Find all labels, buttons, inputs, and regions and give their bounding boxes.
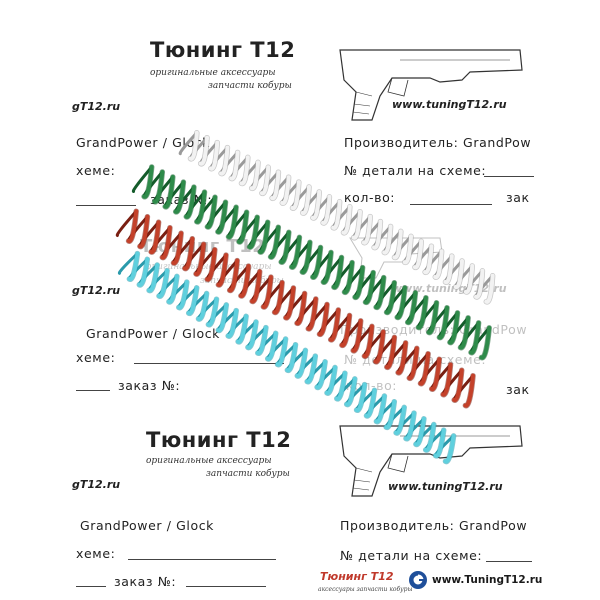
card-top-qty-line: [410, 204, 492, 205]
green-spring-front-coils: [142, 165, 492, 360]
green-spring: [131, 164, 492, 361]
footer-logo-text: Тюнинг Т12: [320, 570, 394, 583]
card-bottom-brand: Тюнинг Т12: [146, 428, 292, 452]
card-middle-tagline-1: оригинальные аксессуары: [146, 262, 272, 272]
springs-group: [115, 130, 496, 465]
card-top-order-line: [76, 205, 136, 206]
cyan-spring: [117, 250, 457, 465]
card-bottom-scheme-line: [128, 559, 276, 560]
card-bottom-part-line: [486, 561, 532, 562]
card-top-site-left: gT12.ru: [72, 100, 121, 113]
footer-logo-subtitle: аксессуары запчасти кобуры: [318, 586, 413, 593]
card-bottom-maker: Производитель: GrandPow: [340, 518, 528, 533]
card-middle-site-left: gT12.ru: [72, 284, 121, 297]
card-bottom-order: заказ №:: [114, 574, 177, 589]
card-bottom-order-fill-line: [186, 586, 266, 587]
card-bottom-tagline-1: оригинальные аксессуары: [146, 456, 272, 466]
card-middle-tagline-2: запчасти кобуры: [200, 276, 284, 286]
white-spring: [178, 130, 496, 305]
card-top-scheme: хеме:: [76, 163, 116, 178]
card-bottom-model: GrandPower / Glock: [80, 518, 215, 533]
card-bottom-site-right: www.tuningT12.ru: [388, 480, 503, 493]
card-top-site-right: www.tuningT12.ru: [392, 98, 507, 111]
card-bottom-order-line: [76, 586, 106, 587]
card-top-qty: кол-во:: [344, 190, 396, 205]
card-middle-order-right: зак: [506, 382, 530, 397]
card-top-brand: Тюнинг Т12: [150, 38, 296, 62]
red-spring-front-coils: [126, 209, 475, 408]
card-top-model: GrandPower / Glock: [76, 135, 211, 150]
footer-site: www.TuningT12.ru: [432, 574, 543, 586]
card-middle-scheme: хеме:: [76, 350, 116, 365]
cyan-spring-front-coils: [127, 251, 456, 464]
footer-brand-circle-icon: [409, 571, 427, 589]
card-middle-order: заказ №:: [118, 378, 181, 393]
card-bottom-part: № детали на схеме:: [340, 548, 483, 563]
white-spring-front-coils: [188, 130, 495, 304]
card-bottom-site-left: gT12.ru: [72, 478, 121, 491]
red-spring: [115, 208, 476, 409]
card-top-order-right: зак: [506, 190, 530, 205]
card-middle-order-line: [76, 390, 110, 391]
card-top-maker: Производитель: GrandPow: [344, 135, 532, 150]
card-top-part-line: [484, 176, 534, 177]
card-middle-model: GrandPower / Glock: [86, 326, 221, 341]
pistol-sketch-top: [339, 49, 523, 121]
card-bottom-scheme: хеме:: [76, 546, 116, 561]
card-top-tagline-2: запчасти кобуры: [208, 81, 292, 91]
card-bottom-tagline-2: запчасти кобуры: [206, 469, 290, 479]
card-top-tagline-1: оригинальные аксессуары: [150, 68, 276, 78]
card-middle-scheme-line: [134, 363, 284, 364]
card-top-part: № детали на схеме:: [344, 163, 487, 178]
